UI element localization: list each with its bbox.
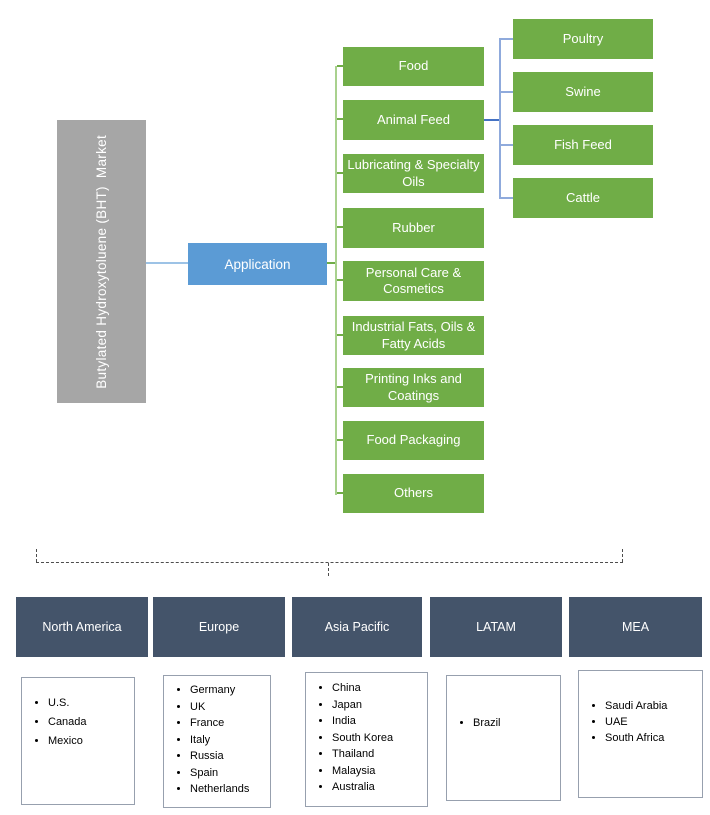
feed-item-fish-feed-label: Fish Feed xyxy=(554,136,612,152)
app-item-printing-inks-and-coatings: Printing Inks and Coatings xyxy=(343,368,484,407)
country-item: France xyxy=(190,715,270,732)
app-item-printing-inks-and-coatings-label: Printing Inks and Coatings xyxy=(365,371,462,403)
country-item: Netherlands xyxy=(190,781,270,798)
country-item: UK xyxy=(190,699,270,716)
country-list: China Japan India South Korea Thailand M… xyxy=(306,680,427,796)
application-node: Application xyxy=(188,243,327,285)
feed-stub-swine xyxy=(501,91,513,93)
feed-item-cattle-label: Cattle xyxy=(566,189,600,205)
region-header-north-america-label: North America xyxy=(42,620,122,634)
region-header-mea: MEA xyxy=(569,597,702,657)
application-label: Application xyxy=(224,256,291,272)
region-list-mea: Saudi Arabia UAE South Africa xyxy=(578,670,703,798)
region-header-mea-label: MEA xyxy=(621,620,650,634)
bracket-stub-animal-feed xyxy=(337,118,343,120)
country-item: China xyxy=(332,680,427,697)
feed-item-fish-feed: Fish Feed xyxy=(513,125,653,165)
app-item-animal-feed-label: Animal Feed xyxy=(377,111,450,127)
country-item: South Korea xyxy=(332,730,427,747)
region-header-north-america: North America xyxy=(16,597,148,657)
scope-brace-center-tick xyxy=(328,563,329,576)
application-bracket-stub-root xyxy=(327,262,335,264)
region-header-europe-label: Europe xyxy=(198,620,240,634)
country-item: India xyxy=(332,713,427,730)
country-item: South Africa xyxy=(605,730,702,746)
app-item-lubricating-specialty-oils-label: Lubricating & Specialty Oils xyxy=(347,157,480,189)
app-item-personal-care-cosmetics: Personal Care & Cosmetics xyxy=(343,261,484,301)
feed-item-swine-label: Swine xyxy=(565,83,601,99)
country-item: Italy xyxy=(190,732,270,749)
region-header-asia-pacific-label: Asia Pacific xyxy=(324,620,390,634)
scope-brace-line xyxy=(36,562,623,563)
region-list-europe: Germany UK France Italy Russia Spain Net… xyxy=(163,675,271,808)
bracket-stub-food xyxy=(337,65,343,67)
market-root-box: Butylated Hydroxytoluene (BHT) Market xyxy=(57,120,146,403)
country-item: Thailand xyxy=(332,746,427,763)
bracket-stub-food-packaging xyxy=(337,439,343,441)
animal-feed-connector xyxy=(484,119,500,121)
country-item: UAE xyxy=(605,714,702,730)
bracket-stub-lubricating xyxy=(337,172,343,174)
feed-item-cattle: Cattle xyxy=(513,178,653,218)
country-item: Canada xyxy=(48,713,134,732)
country-item: Japan xyxy=(332,697,427,714)
market-root-label: Butylated Hydroxytoluene (BHT) Market xyxy=(94,134,109,389)
feed-stub-cattle xyxy=(501,197,513,199)
app-item-others-label: Others xyxy=(393,485,433,501)
region-list-latam: Brazil xyxy=(446,675,561,801)
app-item-lubricating-specialty-oils: Lubricating & Specialty Oils xyxy=(343,154,484,193)
bracket-stub-industrial-fats xyxy=(337,334,343,336)
app-item-others: Others xyxy=(343,474,484,513)
region-list-asia-pacific: China Japan India South Korea Thailand M… xyxy=(305,672,428,807)
region-list-north-america: U.S. Canada Mexico xyxy=(21,677,135,805)
app-item-animal-feed: Animal Feed xyxy=(343,100,484,140)
country-list: Saudi Arabia UAE South Africa xyxy=(579,698,702,746)
bracket-stub-printing-inks xyxy=(337,386,343,388)
region-header-asia-pacific: Asia Pacific xyxy=(292,597,422,657)
feed-item-poultry: Poultry xyxy=(513,19,653,59)
app-item-rubber-label: Rubber xyxy=(392,219,435,235)
connector-root-to-application xyxy=(146,262,188,264)
bracket-stub-others xyxy=(337,492,343,494)
country-item: Australia xyxy=(332,779,427,796)
country-item: Mexico xyxy=(48,732,134,751)
app-item-food-packaging: Food Packaging xyxy=(343,421,484,460)
country-item: Spain xyxy=(190,765,270,782)
scope-brace-right-tick xyxy=(622,549,623,562)
region-header-latam: LATAM xyxy=(430,597,562,657)
bracket-stub-personal-care xyxy=(337,279,343,281)
feed-item-swine: Swine xyxy=(513,72,653,112)
region-header-europe: Europe xyxy=(153,597,285,657)
country-item: Saudi Arabia xyxy=(605,698,702,714)
country-list: U.S. Canada Mexico xyxy=(22,694,134,751)
country-list: Germany UK France Italy Russia Spain Net… xyxy=(164,682,270,798)
app-item-industrial-fats-oils-fatty-acids: Industrial Fats, Oils & Fatty Acids xyxy=(343,316,484,355)
app-item-rubber: Rubber xyxy=(343,208,484,248)
country-item: Brazil xyxy=(473,715,560,731)
app-item-food-packaging-label: Food Packaging xyxy=(366,432,461,448)
region-header-latam-label: LATAM xyxy=(476,620,516,634)
feed-stub-fish-feed xyxy=(501,144,513,146)
app-item-food-label: Food xyxy=(398,58,429,74)
country-item: Russia xyxy=(190,748,270,765)
animal-feed-bracket-spine xyxy=(499,38,501,199)
bracket-stub-rubber xyxy=(337,226,343,228)
feed-stub-poultry xyxy=(501,38,513,40)
app-item-personal-care-cosmetics-label: Personal Care & Cosmetics xyxy=(365,264,462,296)
scope-brace-left-tick xyxy=(36,549,37,562)
application-bracket-spine xyxy=(335,66,337,495)
country-list: Brazil xyxy=(447,715,560,731)
country-item: Germany xyxy=(190,682,270,699)
app-item-food: Food xyxy=(343,47,484,86)
feed-item-poultry-label: Poultry xyxy=(562,30,604,46)
country-item: Malaysia xyxy=(332,763,427,780)
country-item: U.S. xyxy=(48,694,134,713)
app-item-industrial-fats-oils-fatty-acids-label: Industrial Fats, Oils & Fatty Acids xyxy=(351,319,476,351)
